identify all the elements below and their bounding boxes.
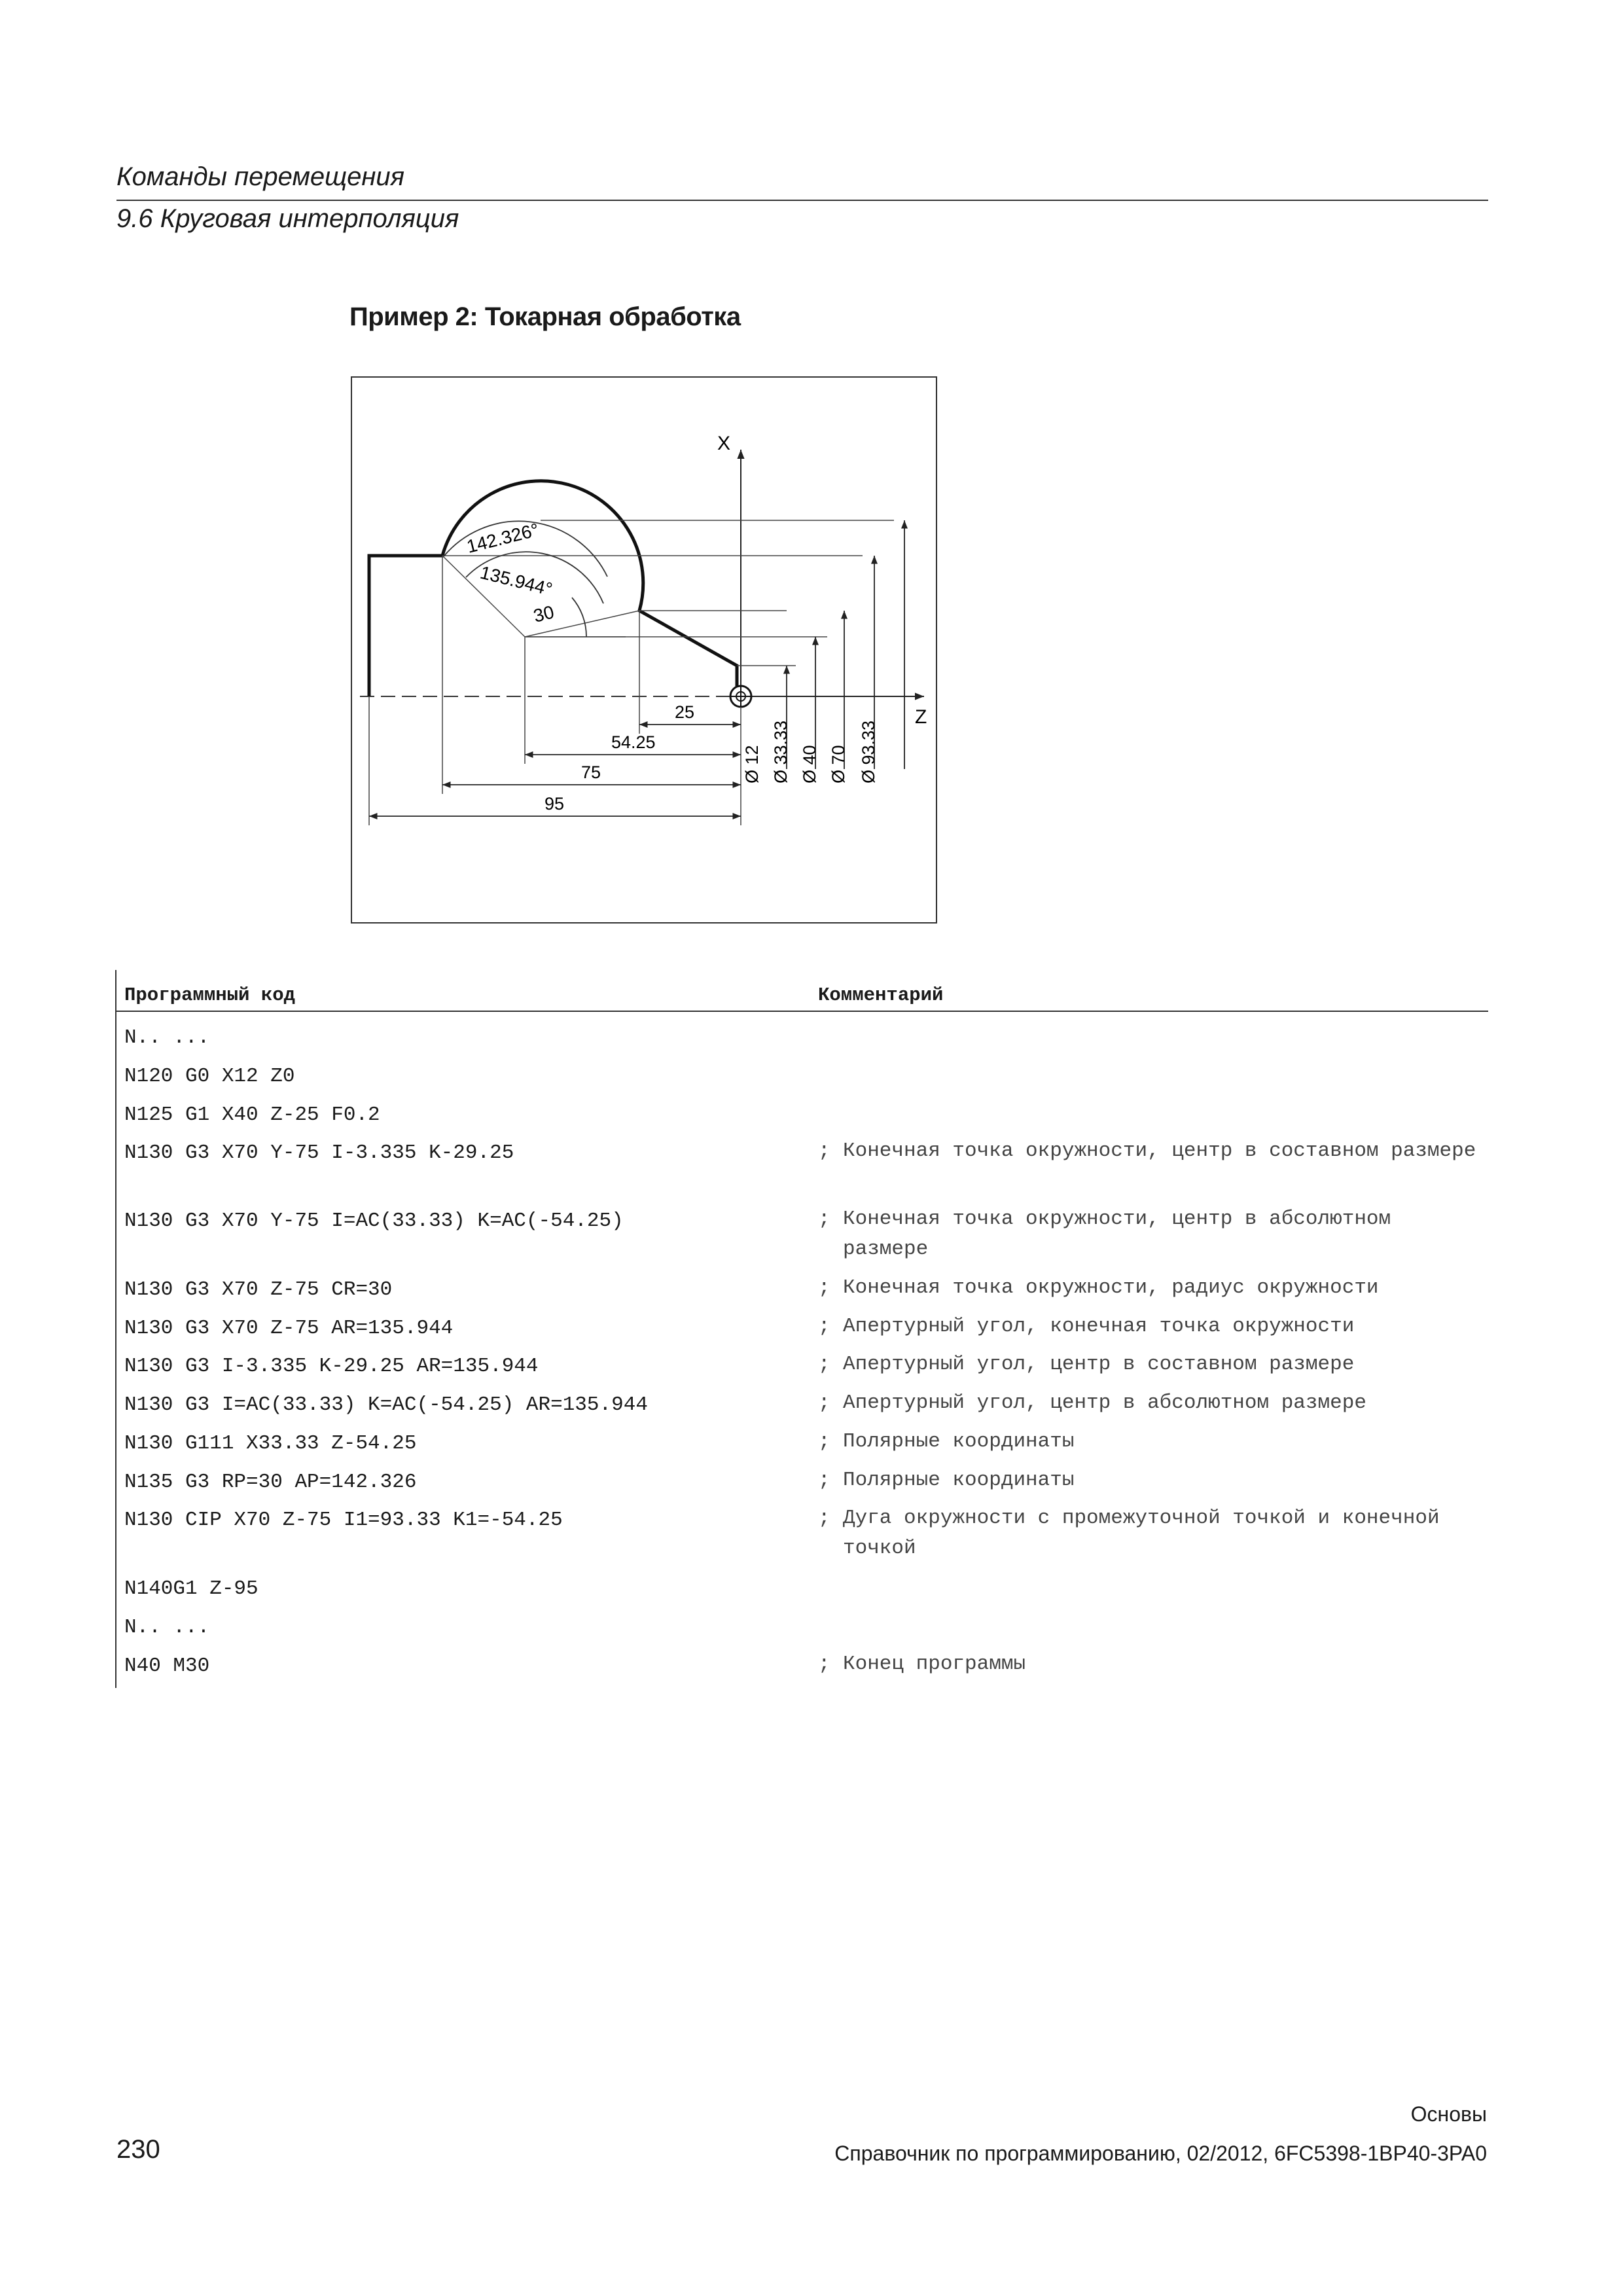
header-divider [116, 200, 1488, 201]
turning-drawing: X Z 142.326° 135.944° 30 [351, 376, 937, 924]
code-line: N130 G111 X33.33 Z-54.25 [124, 1432, 417, 1455]
table-left-border [115, 970, 116, 1688]
col-header-code: Программный код [124, 984, 296, 1006]
workpiece-contour [367, 479, 739, 696]
figure-frame [351, 376, 937, 924]
dim-d-33-33: Ø 33.33 [771, 721, 791, 783]
comment: ;Конечная точка окружности, центр в сост… [818, 1139, 1476, 1162]
dim-z-54-25: 54.25 [611, 732, 656, 752]
radius-label: 30 [531, 601, 556, 626]
comment: ;Дуга окружности с промежуточной точкой … [818, 1507, 1452, 1560]
comment: ;Конечная точка окружности, центр в абсо… [818, 1208, 1403, 1261]
code-line: N130 G3 X70 Z-75 AR=135.944 [124, 1317, 454, 1340]
subsection-title: 9.6 Круговая интерполяция [116, 204, 459, 233]
dim-d-93-33: Ø 93.33 [859, 721, 878, 783]
footer-book-title: Основы [1410, 2102, 1487, 2126]
comment: ;Апертурный угол, конечная точка окружно… [818, 1315, 1355, 1338]
comment: ;Конец программы [818, 1653, 1026, 1676]
angle-arc-142 [443, 520, 608, 577]
z-axis-label: Z [915, 706, 927, 728]
code-line: N120 G0 X12 Z0 [124, 1065, 295, 1088]
code-line: N130 CIP X70 Z-75 I1=93.33 K1=-54.25 [124, 1509, 563, 1532]
code-line: N130 G3 X70 Z-75 CR=30 [124, 1278, 393, 1301]
table-header-rule [116, 1011, 1488, 1012]
dim-d-70: Ø 70 [829, 745, 848, 783]
code-line: N125 G1 X40 Z-25 F0.2 [124, 1103, 380, 1126]
code-line: N130 G3 X70 Y-75 I=AC(33.33) K=AC(-54.25… [124, 1210, 624, 1232]
code-line: N140G1 Z-95 [124, 1577, 259, 1600]
program-table: Программный код Комментарий N.. ... N120… [115, 970, 1488, 1690]
z-dimension-lines [369, 721, 741, 820]
example-title: Пример 2: Токарная обработка [349, 302, 741, 331]
section-title: Команды перемещения [116, 162, 405, 191]
page-number: 230 [116, 2135, 160, 2164]
comment: ;Полярные координаты [818, 1430, 1075, 1453]
footer-reference: Справочник по программированию, 02/2012,… [834, 2142, 1487, 2165]
dim-z-75: 75 [581, 762, 601, 782]
col-header-comment: Комментарий [818, 984, 944, 1006]
dim-d-12: Ø 12 [742, 745, 762, 783]
dim-d-40: Ø 40 [800, 745, 819, 783]
dim-z-25: 25 [675, 702, 694, 722]
code-line: N130 G3 X70 Y-75 I-3.335 K-29.25 [124, 1141, 514, 1164]
code-line: N.. ... [124, 1616, 210, 1639]
code-line: N130 G3 I=AC(33.33) K=AC(-54.25) AR=135.… [124, 1393, 648, 1416]
x-axis-label: X [717, 433, 730, 454]
extension-lines [368, 520, 894, 825]
code-line: N40 M30 [124, 1655, 210, 1677]
code-line: N135 G3 RP=30 AP=142.326 [124, 1471, 417, 1494]
comment: ;Полярные координаты [818, 1469, 1075, 1492]
code-line: N130 G3 I-3.335 K-29.25 AR=135.944 [124, 1355, 539, 1378]
dim-z-95: 95 [544, 794, 564, 814]
angle-arc-135 [465, 551, 604, 604]
comment: ;Конечная точка окружности, радиус окруж… [818, 1276, 1379, 1299]
code-line: N.. ... [124, 1026, 210, 1049]
diameter-dimension-lines [783, 520, 908, 769]
comment: ;Апертурный угол, центр в составном разм… [818, 1353, 1355, 1376]
comment: ;Апертурный угол, центр в абсолютном раз… [818, 1391, 1366, 1414]
